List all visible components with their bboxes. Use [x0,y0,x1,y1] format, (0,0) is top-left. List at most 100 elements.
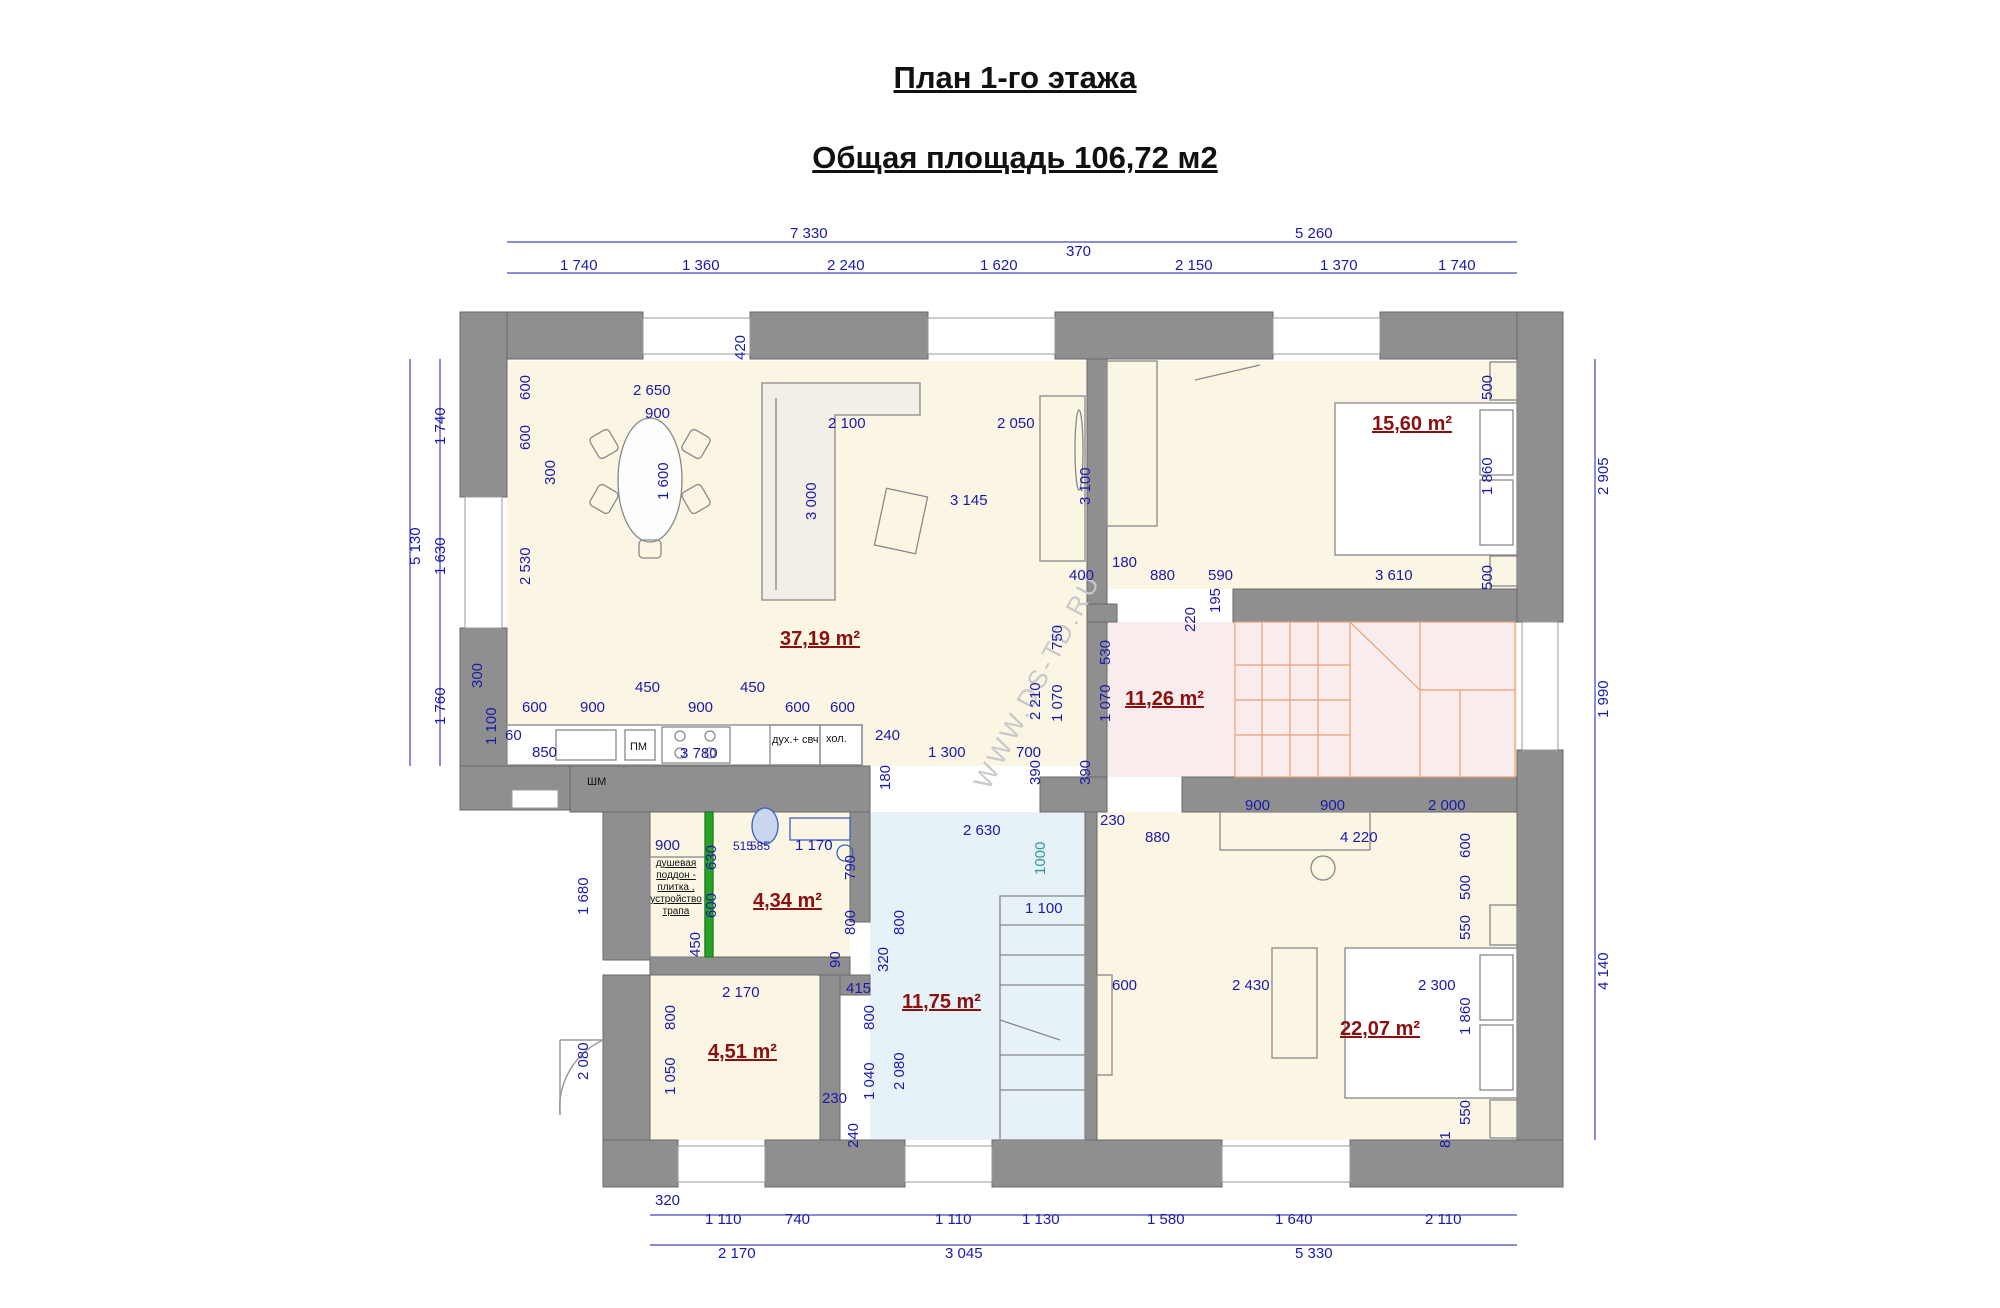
bed [1334,402,1518,556]
dim-text: 180 [1112,554,1137,571]
dim-text: 3 610 [1375,567,1413,584]
dim-text: 1 860 [1457,997,1474,1035]
dim-text: 2 210 [1027,682,1044,720]
dimension-lines [409,241,1596,1246]
dim-text: 2 100 [828,415,866,432]
dim-text: 3 045 [945,1245,983,1262]
area-utility: 4,51 m² [708,1041,777,1063]
utility-floor [650,975,820,1140]
nightstand [1489,1099,1518,1139]
stove [661,726,731,764]
dim-text: 600 [522,699,547,716]
furniture [506,360,1518,1141]
dim-text: 880 [1145,829,1170,846]
sofa [761,382,921,601]
dim-text: 750 [1049,625,1066,650]
pillow [1479,954,1514,1021]
dim-text: 1 630 [432,537,449,575]
dim-text: 500 [1457,875,1474,900]
dim-text: 800 [842,910,859,935]
label-fridge: хол. [826,733,847,745]
label-cabinet: ШМ [587,776,606,788]
dim-text: 1 760 [432,687,449,725]
wall [1232,588,1518,623]
dim-text: 1 740 [1438,257,1476,274]
dim-text: 880 [1150,567,1175,584]
area-bedroom1: 15,60 m² [1372,413,1452,435]
wall [569,765,871,813]
dim-text: 60 [505,727,522,744]
toilet [751,807,779,845]
wall [1039,776,1108,813]
area-bath: 4,34 m² [753,890,822,912]
dim-text: 2 080 [891,1052,908,1090]
dim-text: 450 [687,932,704,957]
dim-text: 900 [1320,797,1345,814]
dim-text: 1 100 [483,707,500,745]
chair [638,539,662,559]
dim-text: 400 [1069,567,1094,584]
dim-text: 2 170 [718,1245,756,1262]
dim-text: 1 070 [1049,684,1066,722]
dim-text: 240 [845,1123,862,1148]
pillow [1479,409,1514,476]
dim-text: 1 860 [1479,457,1496,495]
dim-text: 240 [875,727,900,744]
wall [602,811,651,961]
area-bedroom2: 22,07 m² [1340,1018,1420,1040]
shower-note: душевая поддон - плитка , устройство тра… [650,858,702,917]
dim-text: 1 680 [575,877,592,915]
burner [704,730,716,742]
dim-text: 320 [875,947,892,972]
dim-text: 320 [655,1192,680,1209]
dim-text: 3 100 [1077,467,1094,505]
kitchen-counter [506,724,863,766]
window [642,317,751,355]
dim-text: 1 130 [1022,1211,1060,1228]
window [511,789,559,809]
page-title: План 1-го этажа [893,60,1137,95]
tv-stand [1096,974,1113,1076]
dim-text: 2 000 [1428,797,1466,814]
dim-text: 2 530 [517,547,534,585]
wall [1084,811,1098,1141]
wall [602,1139,679,1188]
room-areas: 37,19 m² 15,60 m² 11,26 m² 4,34 m² 4,51 … [708,413,1452,1063]
windows [464,317,1559,1183]
window [464,496,503,629]
chair [681,483,711,515]
dim-text: 600 [517,425,534,450]
wall [849,811,871,923]
stair-steps [1235,621,1515,777]
dim-text: 1 640 [1275,1211,1313,1228]
dim-text: 2 630 [963,822,1001,839]
dim-text: 4 140 [1595,952,1612,990]
dim-text: 515 [733,839,753,853]
dim-text: 90 [827,951,844,968]
area-hall: 11,26 m² [1125,688,1204,710]
window [1272,317,1381,355]
dim-text: 5 260 [1295,225,1333,242]
dims-left: 5 130 1 740 1 630 1 760 1 680 2 080 [407,407,592,1080]
pillow [1479,479,1514,546]
dim-text: 1 740 [560,257,598,274]
dim-text: 2 150 [1175,257,1213,274]
nightstand [1489,904,1518,946]
dim-text: 1 300 [928,744,966,761]
dim-text: 2 050 [997,415,1035,432]
wall [649,956,851,976]
dishwasher [624,729,656,761]
window [927,317,1056,355]
dim-text: 370 [1066,243,1091,260]
label-oven: дух.+ свч [772,734,819,746]
dim-text: 1 110 [935,1211,971,1228]
dim-text: 900 [1245,797,1270,814]
dim-text: 800 [861,1005,878,1030]
dim-text: 1 110 [705,1211,741,1228]
wall [1181,776,1518,813]
dim-text: 1 580 [1147,1211,1185,1228]
dim-text: 550 [1457,915,1474,940]
label-dishwasher: ПМ [630,741,647,753]
dim-text: 81 [1437,1131,1454,1148]
